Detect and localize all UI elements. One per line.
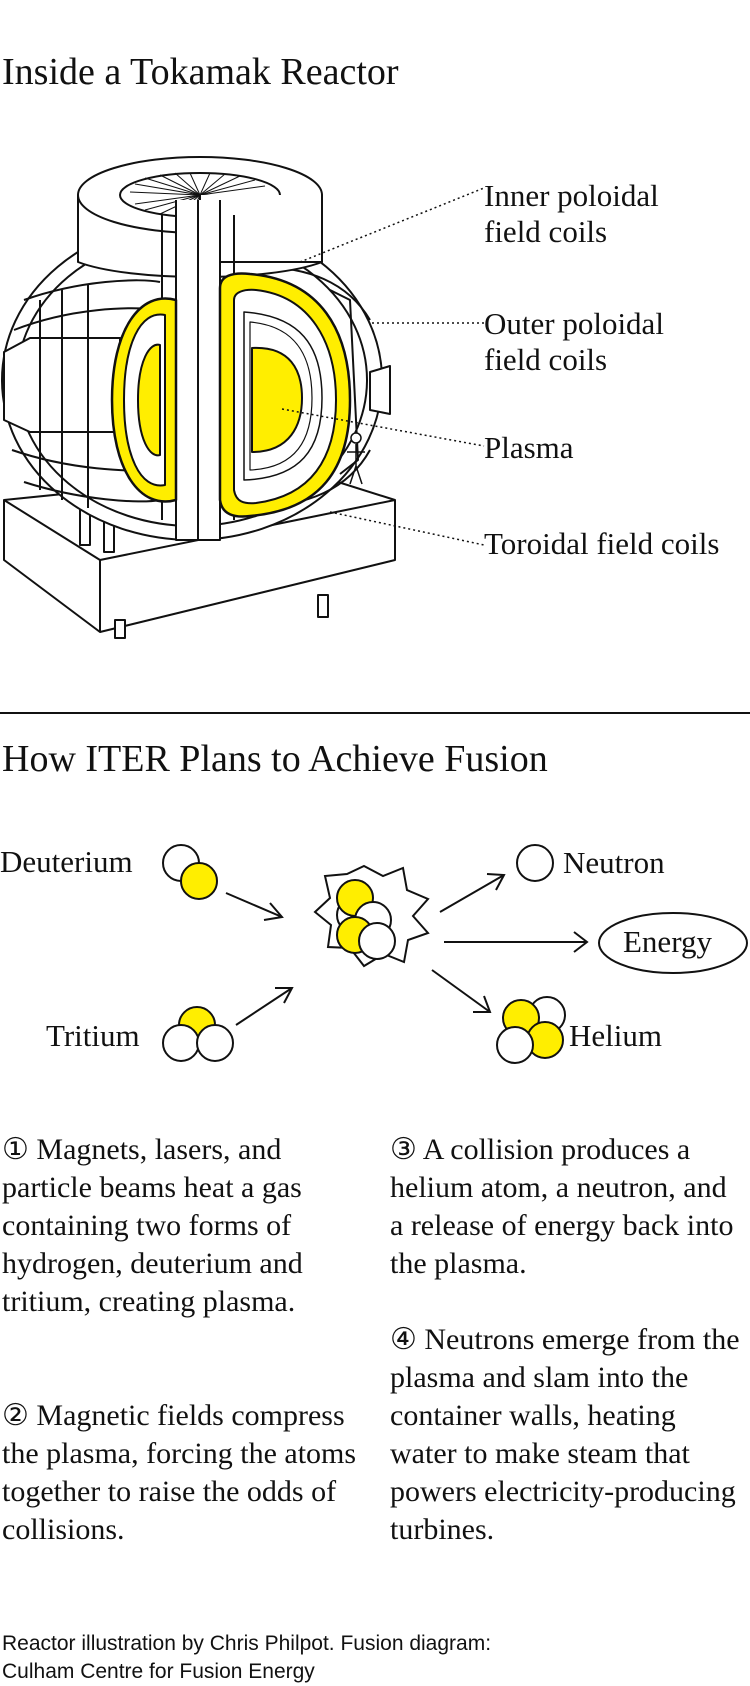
neutron-particle — [516, 844, 554, 882]
label-deuterium: Deuterium — [0, 844, 133, 879]
step-2-text: ② Magnetic fields compress the plasma, f… — [2, 1399, 357, 1546]
reactor-title: Inside a Tokamak Reactor — [2, 51, 399, 93]
tritium-neutron-2 — [196, 1024, 234, 1062]
label-tritium: Tritium — [46, 1018, 140, 1053]
label-plasma: Plasma — [484, 430, 574, 465]
person-figure — [347, 432, 365, 485]
leader-inner-poloidal — [299, 187, 485, 263]
label-outer-poloidal-line2: field coils — [484, 342, 608, 377]
energy-oval — [598, 912, 748, 974]
tokamak-illustration — [1, 156, 485, 639]
step-4-text: ④ Neutrons emerge from the plasma and sl… — [390, 1323, 740, 1546]
deuterium-proton — [180, 862, 218, 900]
plasma-right — [251, 346, 303, 453]
label-inner-poloidal-line2: field coils — [484, 214, 608, 249]
plasma-left — [137, 343, 161, 457]
leader-plasma — [281, 408, 485, 447]
label-toroidal: Toroidal field coils — [484, 526, 720, 561]
label-outer-poloidal-line1: Outer poloidal — [484, 306, 664, 341]
label-helium: Helium — [569, 1018, 662, 1053]
step-1-text: ① Magnets, lasers, and particle beams he… — [2, 1133, 303, 1318]
leader-toroidal — [329, 511, 485, 546]
label-inner-poloidal-line1: Inner poloidal — [484, 178, 659, 213]
step-3-text: ③ A collision produces a helium atom, a … — [390, 1133, 734, 1280]
credit-text: Reactor illustration by Chris Philpot. F… — [2, 1632, 492, 1683]
fusion-diagram — [162, 844, 748, 1064]
section-divider — [0, 712, 750, 714]
label-neutron: Neutron — [563, 845, 665, 880]
label-energy: Energy — [623, 924, 712, 959]
fusion-title: How ITER Plans to Achieve Fusion — [2, 738, 548, 780]
tritium-neutron-1 — [162, 1024, 200, 1062]
